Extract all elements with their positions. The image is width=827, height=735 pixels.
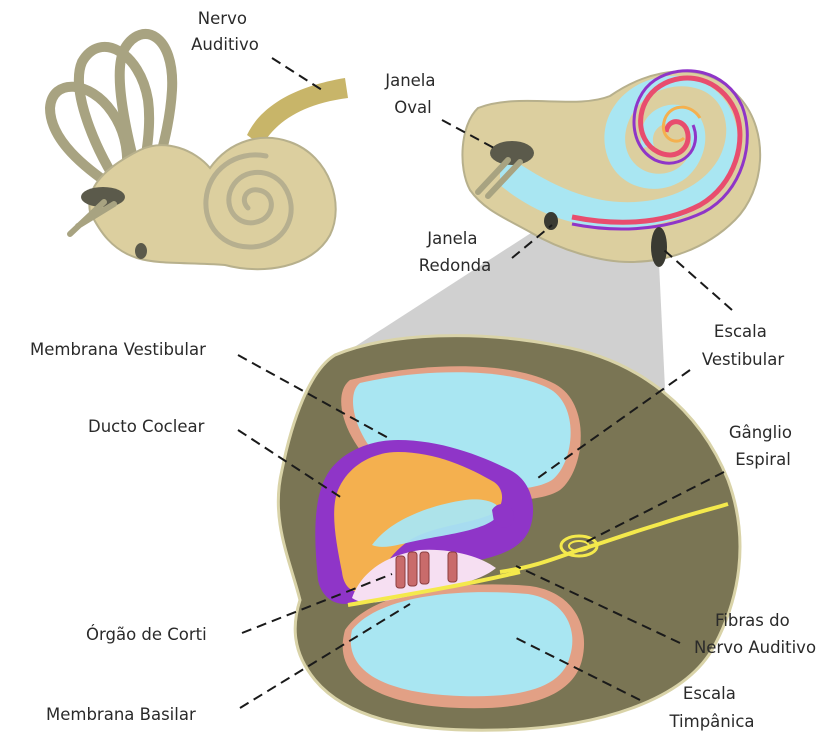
cochlea-body bbox=[89, 138, 335, 269]
auditory-nerve bbox=[247, 78, 348, 146]
label-janela-redonda: Janela Redonda bbox=[419, 229, 492, 275]
round-window bbox=[135, 243, 147, 259]
cross-section-cochlea bbox=[462, 71, 760, 267]
magnified-cross-section bbox=[278, 336, 740, 731]
label-ducto-coclear: Ducto Coclear bbox=[88, 417, 205, 436]
label-nervo-auditivo: Nervo Auditivo bbox=[191, 9, 259, 54]
oval-window-right bbox=[490, 141, 534, 165]
external-cochlea bbox=[50, 34, 348, 269]
label-membrana-basilar: Membrana Basilar bbox=[46, 705, 196, 724]
label-orgao-de-corti: Órgão de Corti bbox=[86, 625, 207, 644]
leader-escala-vestibular bbox=[664, 250, 732, 310]
label-escala-timpanica: Escala Timpânica bbox=[668, 684, 754, 731]
label-janela-oval: Janela Oval bbox=[384, 71, 441, 117]
section-marker bbox=[651, 227, 667, 267]
label-escala-vestibular: Escala Vestibular bbox=[702, 322, 784, 369]
label-ganglio-espiral: Gânglio Espiral bbox=[729, 423, 797, 469]
label-membrana-vestibular: Membrana Vestibular bbox=[30, 340, 206, 359]
round-window-right bbox=[544, 212, 558, 230]
leader-nervo-auditivo bbox=[272, 58, 322, 90]
